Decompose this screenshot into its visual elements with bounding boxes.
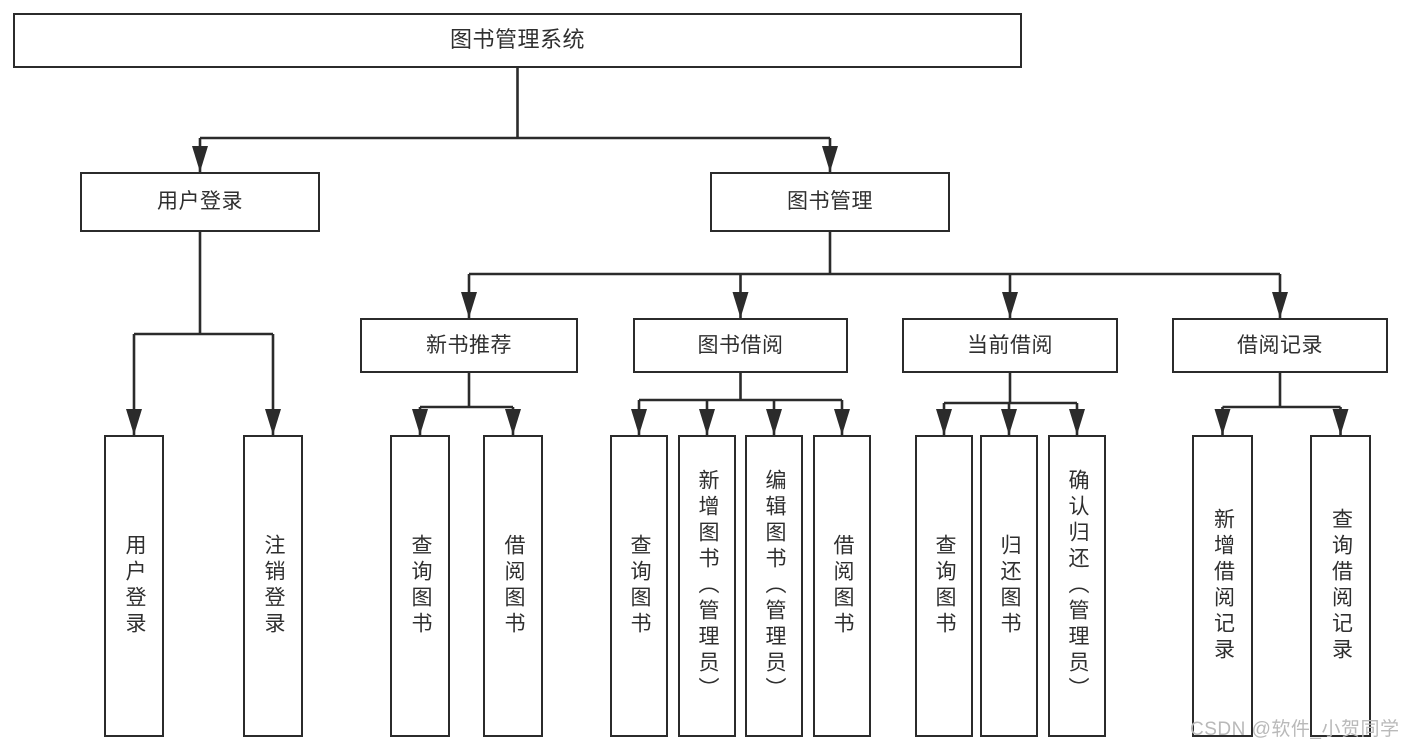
node-label: 借阅图书 <box>831 534 855 638</box>
arrow-head <box>412 409 428 435</box>
node-book-borrow[interactable]: 图书借阅 <box>633 318 848 373</box>
node-label: 查询借阅记录 <box>1329 508 1353 664</box>
arrow-head <box>265 409 281 435</box>
arrow-head <box>192 146 208 172</box>
arrow-head <box>1069 409 1085 435</box>
node-label: 用户登录 <box>123 534 147 638</box>
node-label: 查询图书 <box>933 534 957 638</box>
node-label: 图书管理系统 <box>449 27 585 53</box>
arrow-head <box>631 409 647 435</box>
arrow-head <box>1001 409 1017 435</box>
node-new-book-recommend[interactable]: 新书推荐 <box>360 318 578 373</box>
node-leaf-add-book-admin[interactable]: 新增图书（管理员） <box>678 435 736 737</box>
node-label: 确认归还（管理员） <box>1066 469 1090 703</box>
node-leaf-edit-book-admin[interactable]: 编辑图书（管理员） <box>745 435 803 737</box>
node-leaf-query-book-recommend[interactable]: 查询图书 <box>390 435 450 737</box>
arrow-head <box>1272 292 1288 318</box>
node-leaf-confirm-return-admin[interactable]: 确认归还（管理员） <box>1048 435 1106 737</box>
node-leaf-user-login[interactable]: 用户登录 <box>104 435 164 737</box>
node-current-borrow[interactable]: 当前借阅 <box>902 318 1118 373</box>
node-label: 借阅图书 <box>502 534 526 638</box>
node-label: 归还图书 <box>998 534 1022 638</box>
node-leaf-logout[interactable]: 注销登录 <box>243 435 303 737</box>
node-leaf-return-book[interactable]: 归还图书 <box>980 435 1038 737</box>
node-book-manage[interactable]: 图书管理 <box>710 172 950 232</box>
node-label: 借阅记录 <box>1237 333 1323 357</box>
arrow-head <box>1214 409 1231 435</box>
arrow-head <box>505 409 521 435</box>
node-label: 图书管理 <box>787 190 873 214</box>
node-label: 用户登录 <box>157 190 243 214</box>
node-label: 新增借阅记录 <box>1211 508 1235 664</box>
arrow-head <box>766 409 782 435</box>
node-label: 查询图书 <box>409 534 433 638</box>
arrow-head <box>699 409 715 435</box>
node-label: 新增图书（管理员） <box>696 469 720 703</box>
node-borrow-record[interactable]: 借阅记录 <box>1172 318 1388 373</box>
watermark-text: CSDN @软件_小贺同学 <box>1190 719 1400 740</box>
arrow-head <box>461 292 477 318</box>
arrow-head <box>732 292 749 318</box>
node-label: 图书借阅 <box>697 333 784 357</box>
node-leaf-borrow-book-recommend[interactable]: 借阅图书 <box>483 435 543 737</box>
arrow-head <box>834 409 850 435</box>
node-leaf-query-book-borrow[interactable]: 查询图书 <box>610 435 668 737</box>
node-leaf-borrow-book[interactable]: 借阅图书 <box>813 435 871 737</box>
node-user-login[interactable]: 用户登录 <box>80 172 320 232</box>
node-root[interactable]: 图书管理系统 <box>13 13 1022 68</box>
node-leaf-add-borrow-record[interactable]: 新增借阅记录 <box>1192 435 1253 737</box>
node-label: 新书推荐 <box>426 333 512 357</box>
arrow-head <box>822 146 838 172</box>
node-leaf-query-borrow-record[interactable]: 查询借阅记录 <box>1310 435 1371 737</box>
arrow-head <box>936 409 952 435</box>
node-label: 当前借阅 <box>967 333 1053 357</box>
arrow-head <box>1332 409 1349 435</box>
node-label: 注销登录 <box>262 534 286 638</box>
node-label: 查询图书 <box>628 534 652 638</box>
arrow-head <box>126 409 142 435</box>
arrow-head <box>1002 292 1018 318</box>
node-leaf-query-book-current[interactable]: 查询图书 <box>915 435 973 737</box>
node-label: 编辑图书（管理员） <box>763 469 787 703</box>
